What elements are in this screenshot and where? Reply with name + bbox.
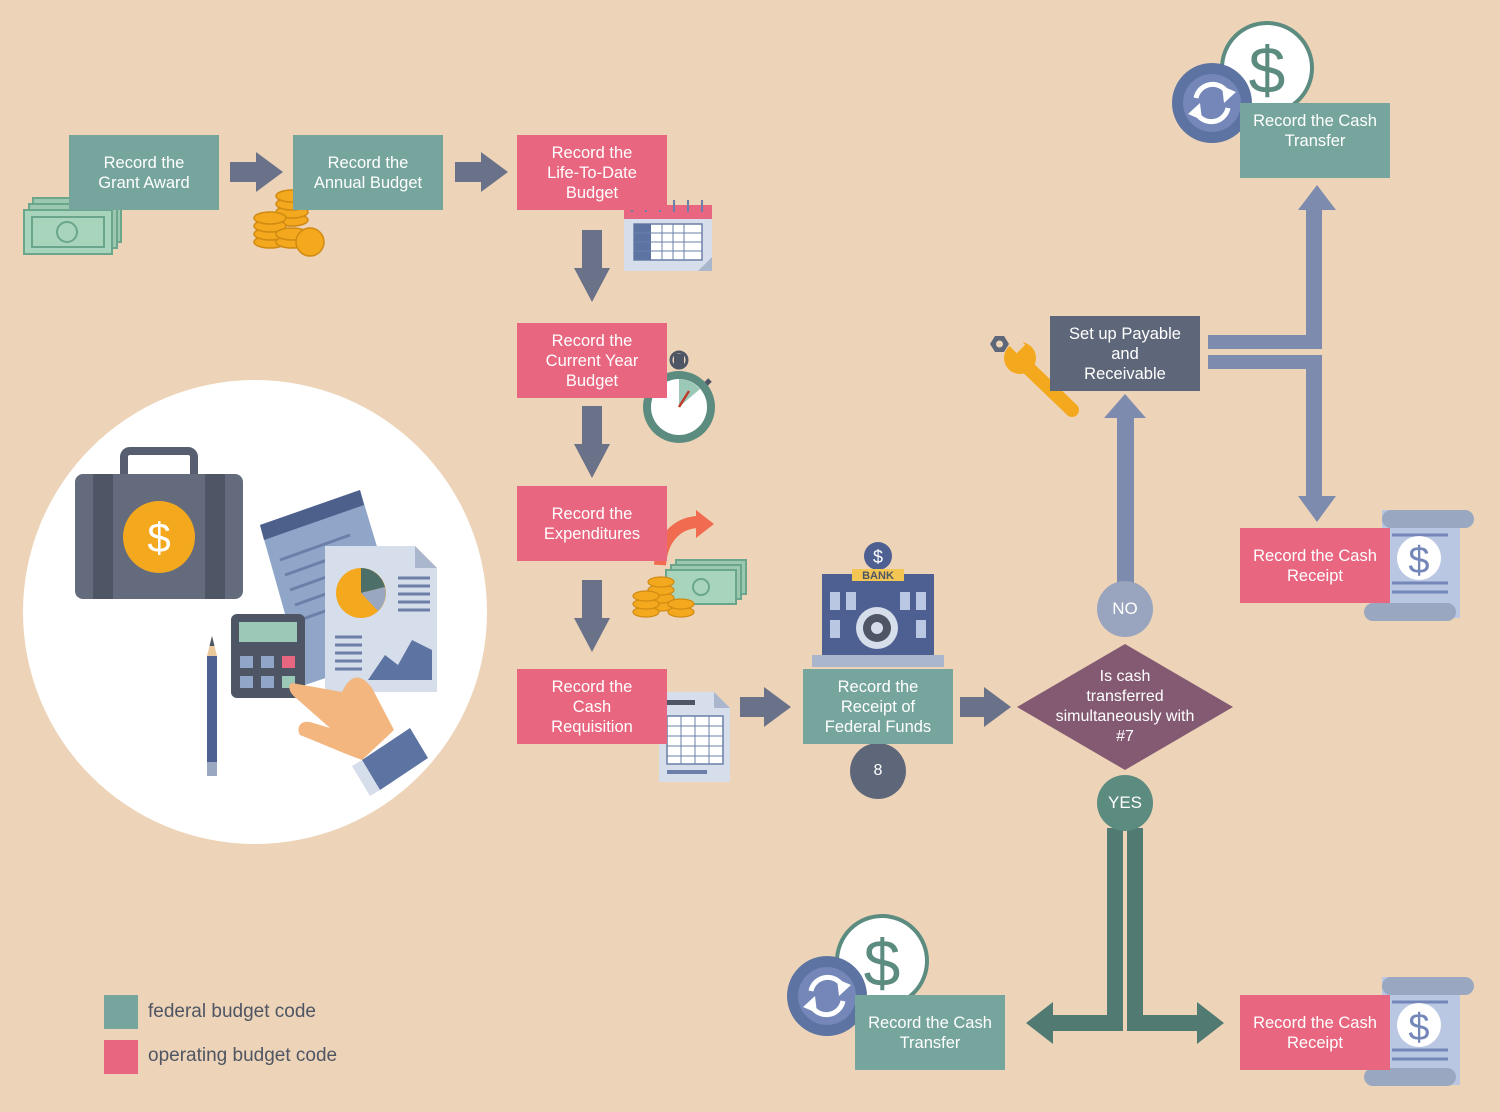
- svg-text:$: $: [1249, 33, 1286, 107]
- cash-requisition-box: Record the Cash Requisition: [517, 669, 667, 744]
- step-number-label: 8: [873, 762, 883, 779]
- current-year-budget-box: Record the Current Year Budget: [517, 323, 667, 398]
- cash-receipt-box-mid: Record the Cash Receipt: [1240, 528, 1390, 603]
- spreadsheet-icon: [659, 692, 730, 782]
- cash-transfer-icon-top: $: [1172, 21, 1314, 143]
- cash-transfer-box-top: Record the Cash Transfer: [1240, 103, 1390, 178]
- life-to-date-budget-box: Record the Life-To-Date Budget: [517, 135, 667, 210]
- arrow-grant-to-annual: [230, 152, 283, 192]
- receipt-scroll-icon-mid: $: [1364, 510, 1474, 621]
- annual-budget-box: Record the Annual Budget: [293, 135, 443, 210]
- legend-swatch-operating: [104, 1040, 138, 1074]
- briefcase-icon: $: [75, 447, 243, 599]
- step-number-circle: [850, 743, 906, 799]
- cash-transfer-box-bottom: Record the Cash Transfer: [855, 995, 1005, 1070]
- payable-branch-arrows: [1208, 185, 1336, 522]
- arrow-requisition-to-receipt: [740, 687, 791, 727]
- receipt-federal-funds-box: Record the Receipt of Federal Funds: [803, 669, 953, 744]
- no-label: NO: [1112, 599, 1138, 618]
- pointing-hand-icon: [289, 677, 428, 796]
- decision-text: Is cash transferred simultaneously with …: [1055, 668, 1195, 745]
- legend-label-operating: operating budget code: [148, 1045, 338, 1066]
- svg-text:$: $: [1408, 1007, 1429, 1049]
- no-branch-arrow: [1104, 394, 1146, 590]
- svg-text:$: $: [147, 514, 170, 561]
- payable-receivable-box: Set up Payable and Receivable: [1050, 316, 1200, 391]
- arrow-currentyear-to-expenditures: [574, 406, 610, 478]
- calculator-icon: [231, 614, 305, 698]
- wrench-icon: [990, 334, 1079, 417]
- yes-label: YES: [1107, 793, 1143, 812]
- decision-diamond: [1017, 644, 1233, 770]
- expenditures-box: Record the Expenditures: [517, 486, 667, 561]
- pencil-icon: [207, 636, 217, 776]
- no-circle: [1097, 581, 1153, 637]
- connector-arrows: [230, 152, 1011, 727]
- calendar-icon: [624, 200, 712, 271]
- receipt-scroll-icon-bottom: $: [1364, 977, 1474, 1086]
- arrow-lifetodate-to-currentyear: [574, 230, 610, 302]
- yes-branch-arrows: [1026, 828, 1224, 1044]
- svg-text:$: $: [873, 547, 883, 567]
- svg-text:$: $: [1408, 540, 1429, 582]
- yes-circle: [1097, 775, 1153, 831]
- finance-illustration: $: [23, 380, 487, 844]
- cash-transfer-icon-bottom: $: [787, 914, 929, 1036]
- bank-icon: $ BANK: [812, 542, 944, 667]
- arrow-expenditures-to-requisition: [574, 580, 610, 652]
- svg-text:$: $: [864, 926, 901, 1000]
- arrow-receipt-to-decision: [960, 687, 1011, 727]
- legend-swatch-federal: [104, 995, 138, 1029]
- legend-label-federal: federal budget code: [148, 1001, 316, 1022]
- expenditure-icon: [632, 510, 747, 618]
- bank-sign-label: BANK: [862, 570, 894, 582]
- grant-award-box: Record the Grant Award: [69, 135, 219, 210]
- cash-receipt-box-bottom: Record the Cash Receipt: [1240, 995, 1390, 1070]
- arrow-annual-to-lifetodate: [455, 152, 508, 192]
